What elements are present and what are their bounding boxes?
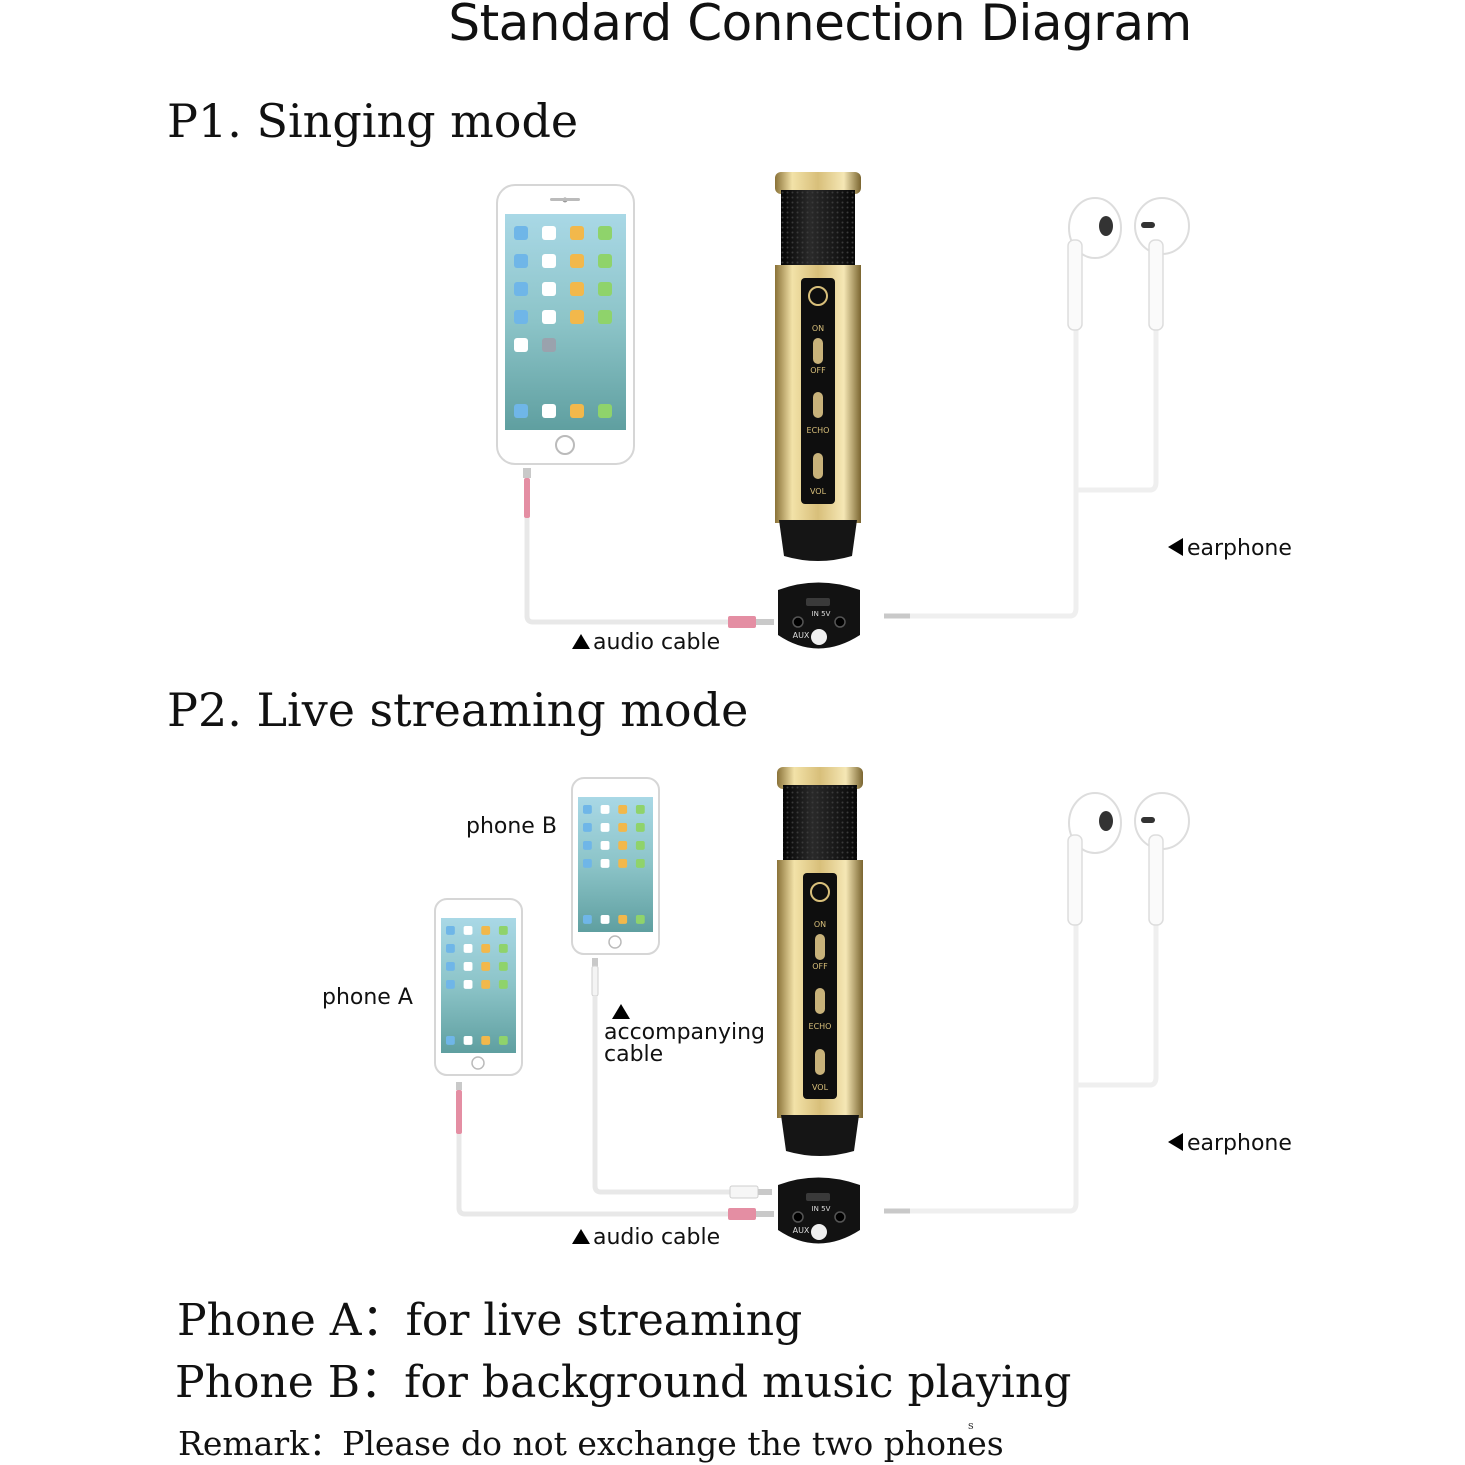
mic-base-p1 (778, 582, 860, 649)
port-aux-label-p1: AUX (793, 631, 810, 640)
earphone-label-p2: earphone (1168, 1131, 1292, 1156)
section-heading-p1: P1. Singing mode (167, 94, 579, 148)
microphone-p1 (775, 172, 861, 561)
diagram-title: Standard Connection Diagram (448, 0, 1192, 52)
mic-vol-label-p1: VOL (810, 487, 827, 496)
microphone-p2 (777, 767, 863, 1156)
port-aux-label-p2: AUX (793, 1226, 810, 1235)
earphones-p2 (884, 792, 1190, 1214)
mic-echo-label-p1: ECHO (807, 426, 830, 435)
earphones-p1 (884, 197, 1190, 619)
mic-switch-off-label-p2: OFF (812, 962, 828, 971)
audio-cable-label-text-p1: audio cable (593, 630, 721, 655)
triangle-left-icon (1168, 538, 1183, 556)
section-heading-p2: P2. Live streaming mode (167, 683, 749, 737)
mic-vol-label-p2: VOL (812, 1083, 829, 1092)
accompanying-cable-arrow-icon (612, 1004, 633, 1023)
accompanying-cable-label: accompanying cable (604, 1022, 765, 1066)
mic-switch-on-label-p1: ON (812, 324, 824, 333)
phone-p1 (496, 184, 635, 465)
note-phone-b: Phone B：for background music playing (175, 1357, 1072, 1408)
accompanying-cable-label-line-1: accompanying (604, 1020, 765, 1045)
phone-b (571, 777, 660, 955)
mic-echo-label-p2: ECHO (809, 1022, 832, 1031)
audio-cable-p2 (456, 1082, 774, 1220)
triangle-left-icon (1168, 1133, 1183, 1151)
mic-base-p2 (778, 1177, 860, 1244)
port-in-label-p1: IN 5V (812, 610, 831, 618)
phone-a (434, 898, 523, 1076)
accompanying-cable-label-line-2: cable (604, 1042, 664, 1067)
audio-cable-label-p2: audio cable (572, 1225, 720, 1250)
mic-switch-off-label-p1: OFF (810, 366, 826, 375)
triangle-up-icon (572, 634, 590, 649)
port-in-label-p2: IN 5V (812, 1205, 831, 1213)
note-mark: s (968, 1419, 974, 1432)
earphone-label-text-p1: earphone (1187, 536, 1292, 561)
audio-cable-p1 (523, 468, 774, 628)
note-remark: Remark：Please do not exchange the two ph… (178, 1424, 1004, 1463)
phone-a-label: phone A (322, 985, 413, 1010)
phone-b-label: phone B (466, 814, 557, 839)
mic-switch-on-label-p2: ON (814, 920, 826, 929)
audio-cable-label-p1: audio cable (572, 630, 720, 655)
earphone-label-p1: earphone (1168, 536, 1292, 561)
audio-cable-label-text-p2: audio cable (593, 1225, 721, 1250)
triangle-up-icon (572, 1229, 590, 1244)
accompanying-cable (591, 958, 772, 1199)
note-phone-a: Phone A：for live streaming (177, 1295, 803, 1346)
earphone-label-text-p2: earphone (1187, 1131, 1292, 1156)
